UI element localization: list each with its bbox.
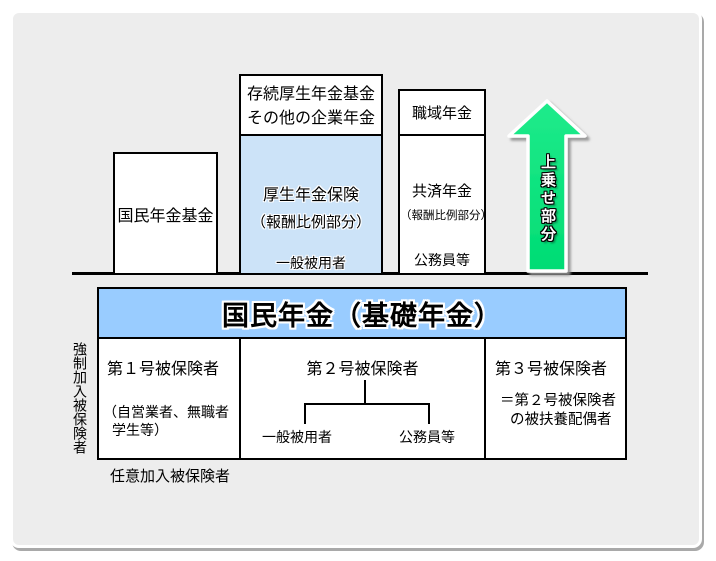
col1-desc-line1: （自営業者、無職者	[103, 404, 229, 420]
sonzoku-line1: 存続厚生年金基金	[246, 86, 375, 103]
kokumin-nenkin-kikin-label: 国民年金基金	[117, 207, 214, 225]
branch-stem-line	[364, 380, 366, 405]
kosei-nenkin-group-label: 一般被用者	[276, 255, 346, 271]
col3-desc-line2: の被扶養配偶者	[510, 412, 612, 428]
kosei-nenkin-main-label: 厚生年金保険	[262, 187, 359, 204]
box-shokuiki-nenkin: 職域年金	[398, 89, 486, 136]
col1-desc-line2: 学生等）	[112, 422, 168, 438]
col2-branch-left-label: 一般被用者	[262, 429, 332, 445]
nini-kanyu-footnote: 任意加入被保険者	[110, 468, 231, 485]
branch-horizontal-line	[304, 403, 430, 405]
sonzoku-line2: その他の企業年金	[246, 110, 375, 127]
box-kokumin-nenkin-kikin: 国民年金基金	[113, 152, 218, 273]
kyosei-kanyu-side-label: 強制加入被保険者	[72, 342, 88, 454]
kyosai-nenkin-main-label: 共済年金	[411, 183, 472, 200]
col3-title: 第３号被保険者	[495, 361, 608, 378]
ground-line	[72, 272, 648, 275]
uwanose-arrow-label: 上乗せ部分	[539, 154, 556, 244]
col1-title: 第１号被保険者	[107, 361, 220, 378]
column-divider-2	[484, 339, 486, 458]
branch-right-drop-line	[428, 403, 430, 424]
kokumin-nenkin-header-label: 国民年金（基礎年金）	[222, 300, 502, 331]
kyosai-nenkin-group-label: 公務員等	[414, 252, 470, 268]
col2-title: 第２号被保険者	[306, 361, 419, 378]
box-kosei-nenkin-hoken: 厚生年金保険 （報酬比例部分） 一般被用者	[239, 136, 383, 273]
shokuiki-nenkin-label: 職域年金	[411, 105, 472, 122]
branch-left-drop-line	[304, 403, 306, 424]
box-kokumin-nenkin-base: 国民年金（基礎年金） 第１号被保険者 （自営業者、無職者 学生等） 第２号被保険…	[97, 287, 627, 460]
box-kyosai-nenkin: 共済年金 （報酬比例部分） 公務員等	[398, 136, 492, 273]
kosei-nenkin-sub-label: （報酬比例部分）	[250, 214, 371, 231]
col2-branch-right-label: 公務員等	[399, 429, 455, 445]
uwanose-arrow-icon	[507, 99, 587, 273]
col3-desc-line1: ＝第２号被保険者	[500, 393, 616, 409]
kyosai-nenkin-sub-label: （報酬比例部分）	[400, 210, 492, 222]
column-divider-1	[239, 339, 241, 458]
box-sonzoku-kosei-kikin: 存続厚生年金基金 その他の企業年金	[239, 74, 383, 136]
kokumin-nenkin-header-band: 国民年金（基礎年金）	[99, 289, 625, 339]
